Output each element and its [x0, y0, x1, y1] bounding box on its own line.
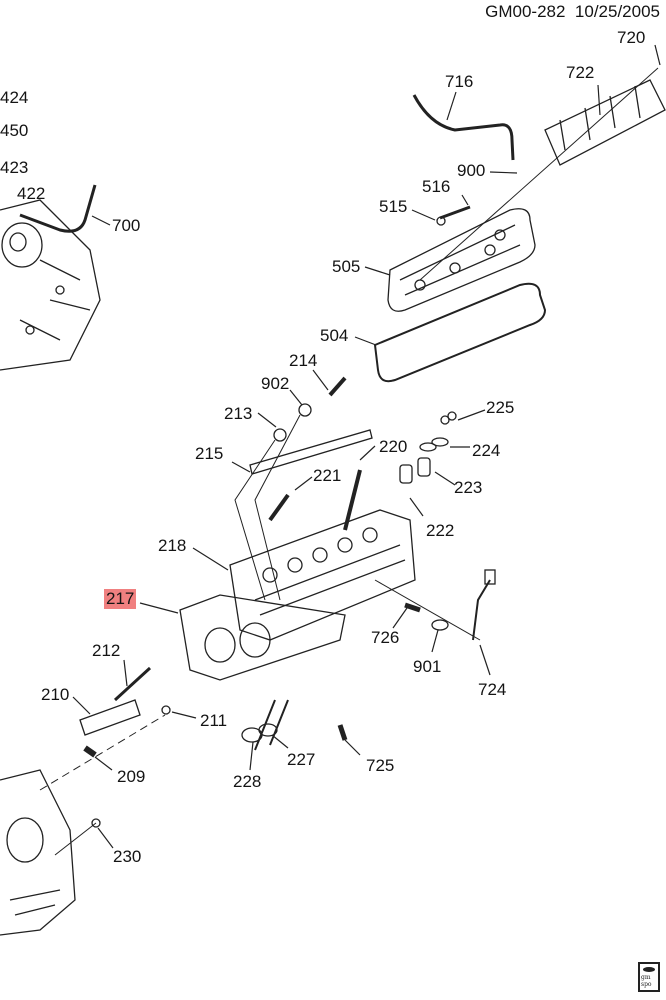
part-label-223[interactable]: 223: [454, 478, 483, 497]
part-label-213[interactable]: 213: [224, 404, 253, 423]
part-label-220[interactable]: 220: [379, 437, 408, 456]
part-label-212[interactable]: 212: [92, 641, 121, 660]
part-label-221[interactable]: 221: [313, 466, 342, 485]
part-label-902[interactable]: 902: [261, 374, 290, 393]
logo-oval: [643, 967, 655, 972]
part-label-227[interactable]: 227: [287, 750, 316, 769]
drawing-header: GM00-282 10/25/2005: [485, 2, 660, 22]
gm-spo-logo: gm spo: [638, 962, 660, 992]
part-label-222[interactable]: 222: [426, 521, 455, 540]
coil-pack-722: [544, 79, 666, 166]
rail-215: [249, 429, 373, 475]
part-label-215[interactable]: 215: [195, 444, 224, 463]
cylinder-head-218: [229, 509, 416, 641]
part-label-724[interactable]: 724: [478, 680, 507, 699]
part-label-230[interactable]: 230: [113, 847, 142, 866]
part-label-725[interactable]: 725: [366, 756, 395, 775]
engine-block-top: [0, 199, 101, 371]
part-label-515[interactable]: 515: [379, 197, 408, 216]
part-label-224[interactable]: 224: [472, 441, 501, 460]
part-label-209[interactable]: 209: [117, 767, 146, 786]
head-gasket-217: [179, 594, 346, 681]
part-label-450[interactable]: 450: [0, 121, 29, 140]
tube-700: [19, 184, 97, 233]
engine-block-bottom: [0, 769, 76, 936]
part-label-504[interactable]: 504: [320, 326, 349, 345]
part-label-505[interactable]: 505: [332, 257, 361, 276]
part-label-228[interactable]: 228: [233, 772, 262, 791]
part-label-716[interactable]: 716: [445, 72, 474, 91]
part-label-211[interactable]: 211: [200, 711, 228, 730]
logo-line1: gm: [641, 974, 651, 981]
drawing-number: GM00-282: [485, 2, 566, 21]
valve-cover-505: [387, 208, 536, 312]
part-label-726[interactable]: 726: [371, 628, 400, 647]
part-label-225[interactable]: 225: [486, 398, 515, 417]
part-label-900[interactable]: 900: [457, 161, 486, 180]
part-label-720[interactable]: 720: [617, 28, 646, 47]
part-label-700[interactable]: 700: [112, 216, 141, 235]
drawing-date: 10/25/2005: [574, 2, 660, 21]
part-label-217-selected[interactable]: 217: [104, 589, 137, 609]
part-label-424[interactable]: 424: [0, 88, 29, 107]
logo-line2: spo: [641, 981, 652, 988]
part-label-210[interactable]: 210: [41, 685, 70, 704]
hose-716: [412, 94, 515, 161]
part-label-901[interactable]: 901: [413, 657, 442, 676]
part-label-423[interactable]: 423: [0, 158, 29, 177]
part-label-218[interactable]: 218: [158, 536, 187, 555]
part-label-422[interactable]: 422: [17, 184, 46, 203]
part-label-516[interactable]: 516: [422, 177, 451, 196]
gasket-504: [373, 282, 547, 383]
lifter-guide-210: [79, 699, 141, 736]
part-label-214[interactable]: 214: [289, 351, 318, 370]
part-label-722[interactable]: 722: [566, 63, 595, 82]
